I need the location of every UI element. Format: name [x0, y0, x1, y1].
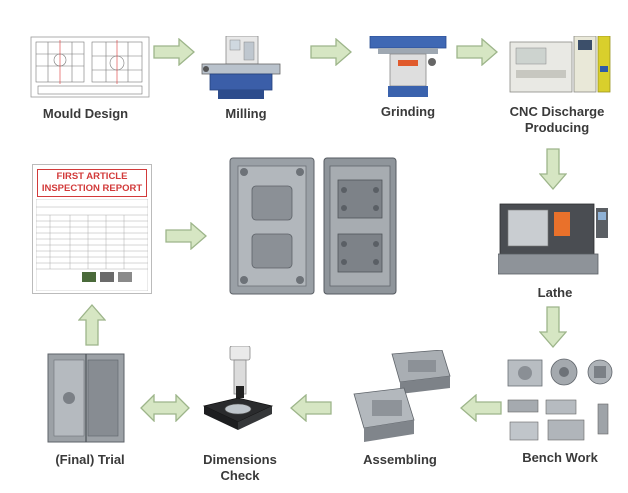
arrow-down-icon	[539, 306, 567, 348]
arrow-left-icon	[460, 394, 502, 422]
assembling-mould-image	[352, 350, 452, 444]
milling-label: Milling	[225, 106, 267, 121]
dimensions-check-machine-image	[200, 346, 276, 444]
dimensions-check-label: Dimensions Check	[190, 452, 290, 484]
arrow-down-icon	[539, 148, 567, 190]
report-title-line2: INSPECTION REPORT	[41, 183, 143, 194]
mould-design-drawing	[30, 36, 150, 98]
cnc-discharge-machine-image	[506, 36, 612, 96]
mould-design-label: Mould Design	[42, 106, 129, 121]
lathe-label: Lathe	[537, 285, 573, 300]
inspection-report-document: FIRST ARTICLE INSPECTION REPORT	[32, 164, 152, 294]
report-title: FIRST ARTICLE INSPECTION REPORT	[37, 169, 147, 197]
arrow-right-icon	[153, 38, 195, 66]
mould-plate-right-image	[322, 156, 398, 296]
grinding-label: Grinding	[380, 104, 436, 119]
arrow-right-icon	[310, 38, 352, 66]
cnc-discharge-label: CNC Discharge Producing	[498, 104, 616, 136]
grinding-machine-image	[368, 36, 448, 98]
mould-plate-left-image	[228, 156, 316, 296]
report-title-line1: FIRST ARTICLE	[56, 171, 128, 182]
cnc-discharge-label-line1: CNC Discharge	[509, 104, 605, 119]
cnc-discharge-label-line2: Producing	[524, 120, 590, 135]
report-table-graphic	[36, 199, 148, 291]
double-arrow-icon	[140, 394, 190, 422]
arrow-right-icon	[456, 38, 498, 66]
bench-work-parts-image	[506, 356, 616, 442]
bench-work-label: Bench Work	[522, 450, 598, 465]
final-trial-label: (Final) Trial	[55, 452, 125, 467]
dimensions-check-label-line2: Check	[220, 468, 260, 483]
final-trial-mould-image	[46, 352, 126, 444]
assembling-label: Assembling	[363, 452, 437, 467]
lathe-machine-image	[498, 198, 610, 276]
arrow-right-icon	[165, 222, 207, 250]
milling-machine-image	[200, 36, 282, 100]
dimensions-check-label-line1: Dimensions	[203, 452, 277, 467]
arrow-left-icon	[290, 394, 332, 422]
arrow-up-icon	[78, 304, 106, 346]
